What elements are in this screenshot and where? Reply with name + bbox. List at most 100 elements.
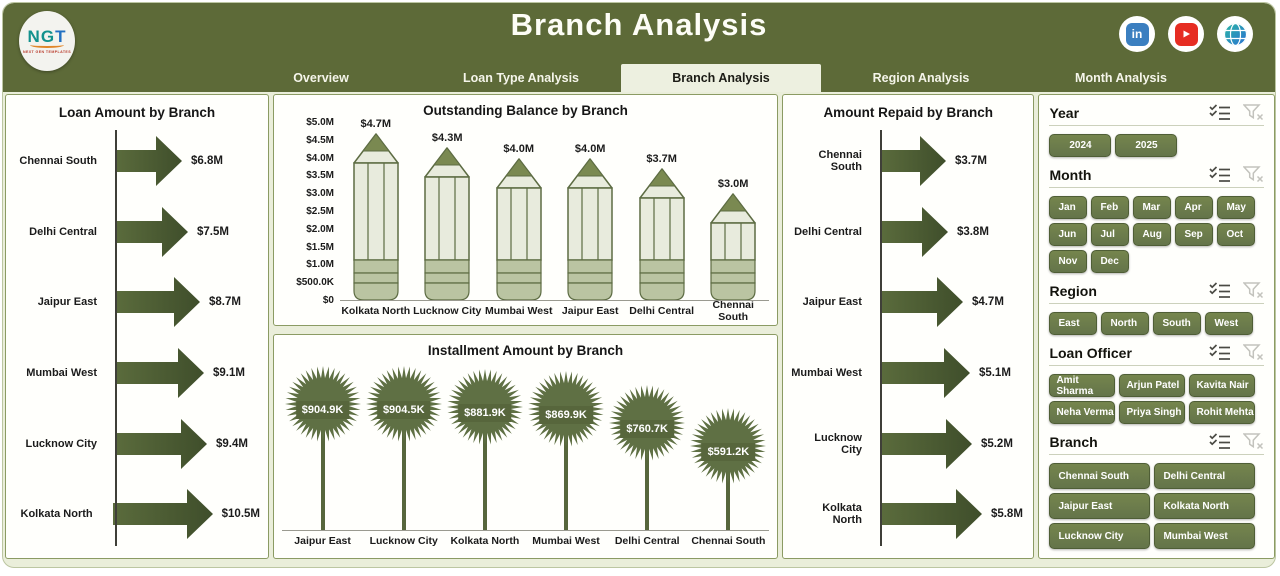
filter-title: Month [1049, 166, 1092, 183]
tab-bar: Overview Loan Type Analysis Branch Analy… [221, 64, 1221, 92]
x-axis-label: Lucknow City [413, 305, 482, 317]
arrow-row: Kolkata North$10.5M [14, 479, 260, 550]
filter-branch-kolkata-north-button[interactable]: Kolkata North [1154, 493, 1256, 519]
multi-select-icon[interactable] [1209, 282, 1231, 299]
filter-year-2025-button[interactable]: 2025 [1115, 134, 1178, 157]
filter-month-aug-button[interactable]: Aug [1133, 223, 1172, 246]
tab-month-analysis[interactable]: Month Analysis [1075, 71, 1167, 85]
arrow-bar[interactable] [117, 275, 200, 329]
category-label: Jaipur East [802, 296, 862, 309]
category-label: Delhi Central [29, 225, 97, 238]
clear-filter-icon[interactable] [1243, 282, 1264, 299]
multi-select-icon[interactable] [1209, 433, 1231, 450]
filter-branch-mumbai-west-button[interactable]: Mumbai West [1154, 523, 1256, 549]
multi-select-icon[interactable] [1209, 344, 1231, 361]
value-label: $6.8M [191, 155, 223, 168]
arrow-bar[interactable] [881, 205, 948, 259]
lollipop-stem [645, 429, 650, 530]
filter-month-jul-button[interactable]: Jul [1091, 223, 1130, 246]
filter-header-icons [1209, 344, 1264, 361]
filter-header-icons [1209, 166, 1264, 183]
pencil-bar[interactable] [709, 193, 757, 300]
pencil-bar[interactable] [423, 147, 471, 300]
filter-month-sep-button[interactable]: Sep [1175, 223, 1214, 246]
pencil-bar[interactable] [638, 168, 686, 300]
filter-region-north-button[interactable]: North [1101, 312, 1150, 335]
value-label: $4.7M [360, 118, 392, 130]
arrow-bar[interactable] [117, 134, 182, 188]
tab-overview[interactable]: Overview [293, 71, 349, 85]
filter-branch-jaipur-east-button[interactable]: Jaipur East [1049, 493, 1151, 519]
filter-year-2024-button[interactable]: 2024 [1049, 134, 1112, 157]
filter-month-apr-button[interactable]: Apr [1175, 196, 1214, 219]
value-label: $3.7M [954, 155, 987, 168]
pencil-bar[interactable] [352, 133, 400, 300]
youtube-icon[interactable] [1168, 16, 1204, 52]
filter-month-feb-button[interactable]: Feb [1091, 196, 1130, 219]
x-axis-label: Mumbai West [484, 305, 553, 317]
arrow-bar[interactable] [117, 417, 207, 471]
arrow-bar[interactable] [881, 134, 946, 188]
x-axis-label: Jaipur East [294, 535, 351, 547]
arrow-row: Jaipur East$8.7M [14, 267, 260, 338]
filter-header-icons [1209, 282, 1264, 299]
x-axis-label: Chennai South [712, 299, 754, 323]
filter-title: Branch [1049, 433, 1098, 450]
value-label: $904.5K [376, 401, 431, 419]
y-tick-label: $1.0M [306, 259, 334, 271]
arrow-bar[interactable] [117, 346, 204, 400]
filter-officer-priya-singh-button[interactable]: Priya Singh [1119, 401, 1186, 424]
filter-region-west-button[interactable]: West [1205, 312, 1254, 335]
filter-month-mar-button[interactable]: Mar [1133, 196, 1172, 219]
category-label: Lucknow City [25, 437, 97, 450]
filter-officer-kavita-nair-button[interactable]: Kavita Nair [1189, 374, 1256, 397]
arrow-bar[interactable] [881, 487, 982, 541]
arrow-row: Delhi Central$7.5M [14, 197, 260, 268]
filter-branch-delhi-central-button[interactable]: Delhi Central [1154, 463, 1256, 489]
clear-filter-icon[interactable] [1243, 344, 1264, 361]
arrow-bar[interactable] [112, 487, 213, 541]
linkedin-icon[interactable]: in [1119, 16, 1155, 52]
filter-officer-neha-verma-button[interactable]: Neha Verma [1049, 401, 1116, 424]
clear-filter-icon[interactable] [1243, 104, 1264, 121]
filter-month-may-button[interactable]: May [1217, 196, 1256, 219]
filter-title: Region [1049, 282, 1097, 299]
pencil-bar[interactable] [495, 158, 543, 300]
value-label: $760.7K [620, 420, 674, 438]
filter-month-nov-button[interactable]: Nov [1049, 250, 1088, 273]
starburst-slot: $904.9K [282, 362, 363, 530]
value-label: $5.2M [980, 437, 1013, 450]
filter-month-jun-button[interactable]: Jun [1049, 223, 1088, 246]
tab-loan-type-analysis[interactable]: Loan Type Analysis [462, 71, 579, 85]
tab-branch-analysis[interactable]: Branch Analysis [621, 64, 821, 92]
filter-officer-arjun-patel-button[interactable]: Arjun Patel [1119, 374, 1186, 397]
filter-region-east-button[interactable]: East [1049, 312, 1098, 335]
arrow-bar[interactable] [881, 346, 970, 400]
filter-branch-chennai-south-button[interactable]: Chennai South [1049, 463, 1151, 489]
filter-officer-rohit-mehta-button[interactable]: Rohit Mehta [1189, 401, 1256, 424]
filter-month-dec-button[interactable]: Dec [1091, 250, 1130, 273]
y-tick-label: $5.0M [306, 117, 334, 128]
filter-branch-lucknow-city-button[interactable]: Lucknow City [1049, 523, 1151, 549]
pencil-bar[interactable] [566, 158, 614, 300]
tab-region-analysis[interactable]: Region Analysis [872, 71, 970, 85]
filter-month-jan-button[interactable]: Jan [1049, 196, 1088, 219]
logo-text: NGT [27, 26, 67, 46]
arrow-bar[interactable] [881, 417, 972, 471]
filter-region-south-button[interactable]: South [1153, 312, 1202, 335]
lollipop-stem [564, 415, 569, 530]
pencil-slot: $3.7M [626, 122, 697, 300]
filter-month-oct-button[interactable]: Oct [1217, 223, 1256, 246]
clear-filter-icon[interactable] [1243, 166, 1264, 183]
multi-select-icon[interactable] [1209, 104, 1231, 121]
arrow-bar[interactable] [881, 275, 963, 329]
arrow-bar[interactable] [117, 205, 188, 259]
clear-filter-icon[interactable] [1243, 433, 1264, 450]
x-axis-label: Kolkata North [450, 535, 520, 547]
chart-title: Amount Repaid by Branch [823, 105, 993, 120]
globe-icon[interactable] [1217, 16, 1253, 52]
multi-select-icon[interactable] [1209, 166, 1231, 183]
filter-officer-amit-sharma-button[interactable]: Amit Sharma [1049, 374, 1116, 397]
category-label: Jaipur East [37, 296, 97, 309]
